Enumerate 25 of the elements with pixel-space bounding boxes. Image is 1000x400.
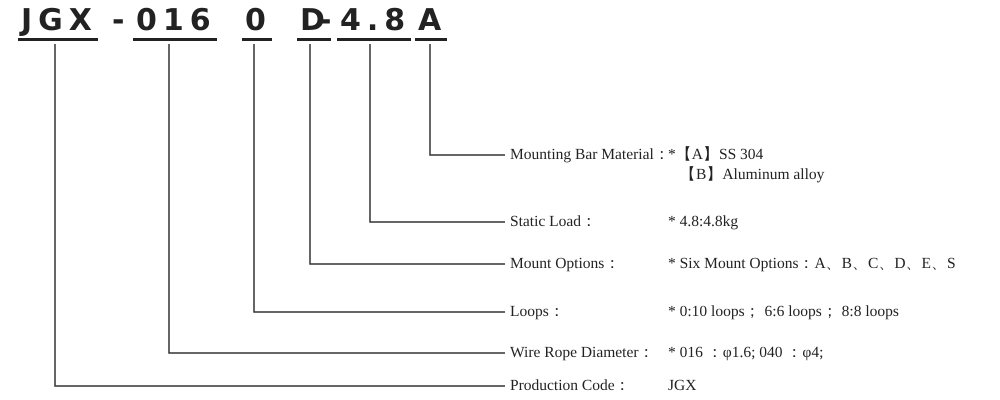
code-segment: A — [415, 4, 448, 41]
field-value: * 4.8:4.8kg — [668, 212, 738, 232]
leader-line — [369, 44, 505, 223]
field-value: *【A】SS 304 — [668, 145, 764, 165]
code-segment: 4.8 — [337, 4, 412, 41]
code-segment: JGX — [18, 4, 98, 41]
field-value: 【B】Aluminum alloy — [680, 165, 824, 185]
hyphen: - — [112, 4, 124, 38]
field-name: Static Load： — [510, 212, 598, 232]
field-name: Loops： — [510, 302, 565, 322]
field-name: Wire Rope Diameter： — [510, 343, 654, 363]
code-segment: 016 — [133, 4, 217, 41]
leader-line — [54, 44, 505, 387]
field-value: * 016 ：φ1.6; 040 ：φ4; — [668, 343, 824, 363]
leader-line — [429, 44, 505, 156]
leader-line — [168, 44, 505, 354]
field-name: Mounting Bar Material： — [510, 145, 670, 165]
code-segment: 0 — [242, 4, 272, 41]
field-value: * Six Mount Options：A、B、C、D、E、S — [668, 254, 956, 274]
field-value: JGX — [668, 376, 696, 396]
leader-line — [309, 44, 505, 265]
field-value: * 0:10 loops； 6:6 loops； 8:8 loops — [668, 302, 899, 322]
field-name: Production Code： — [510, 376, 631, 396]
leader-line — [253, 44, 505, 313]
field-name: Mount Options： — [510, 254, 620, 274]
